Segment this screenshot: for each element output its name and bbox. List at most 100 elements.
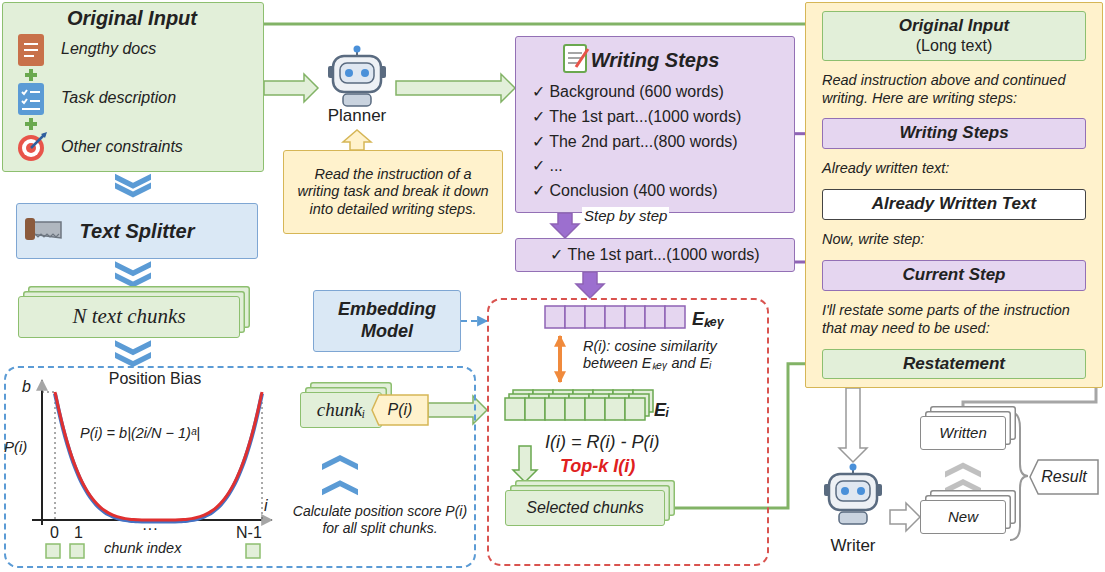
- process-box: Text Splitter: [16, 203, 258, 259]
- plot-label: P(i): [4, 438, 27, 455]
- connector: [551, 213, 579, 238]
- node-title: Read instruction above and continued wri…: [822, 72, 1086, 107]
- node-text: Lengthy docs: [61, 39, 156, 58]
- icon: [31, 222, 61, 238]
- node-title: R(i): cosine similarity between Eₖₑᵧ and…: [583, 338, 763, 373]
- chevron-arrow: [115, 183, 151, 198]
- icon: [25, 218, 35, 240]
- icon: [18, 83, 44, 115]
- prompt-slot: Already Written Text: [822, 189, 1086, 219]
- edge-label: Step by step: [582, 207, 669, 224]
- node-title: Read the instruction of a writing task a…: [292, 166, 494, 218]
- connector: [576, 272, 604, 298]
- text-stack: New: [920, 500, 1006, 534]
- position-bias-plot: [46, 544, 60, 558]
- icon: [576, 49, 588, 67]
- writer-agent: Writer: [816, 462, 890, 560]
- embedding-vectors: [585, 306, 605, 328]
- embedding-vectors: [625, 398, 645, 420]
- node-title: Embedding Model: [322, 299, 452, 342]
- connector: [115, 174, 151, 198]
- node-title: Writing Steps: [532, 45, 778, 76]
- connector: [115, 340, 151, 367]
- node-title: ✓ The 1st part...(1000 words): [550, 245, 759, 264]
- node-title: chunkᵢ: [317, 399, 365, 422]
- connector: [264, 74, 318, 102]
- icon: [18, 135, 44, 161]
- icon: [25, 69, 37, 81]
- instruction-note: Read the instruction of a writing task a…: [283, 150, 503, 234]
- chunk-stack: chunkᵢ: [300, 392, 382, 428]
- prompt-slot: Current Step: [822, 260, 1086, 290]
- position-bias-plot: [32, 380, 272, 558]
- connector: [551, 213, 579, 238]
- robot-icon: [354, 46, 361, 53]
- connector: [890, 503, 920, 531]
- embedding-vectors: [513, 446, 537, 482]
- result-tag-outline: [1030, 460, 1098, 494]
- robot-icon: [333, 56, 381, 92]
- text-stack: Written: [920, 416, 1006, 450]
- connector: [264, 74, 318, 102]
- node-title: P(i): [388, 400, 413, 419]
- chevron-arrow: [322, 480, 358, 495]
- connector: [396, 74, 515, 102]
- plot-label: Eᵢ: [654, 400, 669, 421]
- plot-label: N-1: [236, 524, 262, 542]
- plot-label: b: [22, 378, 31, 396]
- embedding-vectors: [565, 398, 585, 420]
- embedding-vectors: [665, 306, 685, 328]
- embedding-vectors: [605, 306, 625, 328]
- prompt-panel: Read instruction above and continued wri…: [805, 2, 1103, 388]
- connector: [428, 396, 487, 424]
- embedding-vectors: [625, 306, 645, 328]
- node-text: ✓ The 2nd part...(800 words): [532, 130, 778, 155]
- connector: [461, 321, 487, 322]
- embedding-vectors: [645, 306, 665, 328]
- icon: [18, 34, 44, 66]
- embedding-vectors: [525, 398, 545, 420]
- robot-icon: [345, 69, 353, 77]
- node-title: Text Splitter: [80, 219, 195, 243]
- icon: [35, 234, 59, 237]
- chunk-stack: N text chunks: [18, 296, 240, 338]
- chevron-arrow: [115, 273, 151, 288]
- node-text: Top-k I(i): [560, 456, 720, 478]
- connector: [890, 503, 920, 531]
- robot-icon: [361, 69, 369, 77]
- icon: [41, 132, 47, 138]
- prompt-slot: Restatement: [822, 349, 1086, 379]
- embedding-vectors: [505, 306, 685, 482]
- chunk-stack: Selected chunks: [505, 490, 665, 526]
- node-title: N text chunks: [72, 304, 185, 329]
- plot-label: 1: [74, 524, 83, 542]
- prompt-slot: Original Input(Long text): [822, 11, 1086, 61]
- position-bias-plot: [55, 392, 262, 520]
- connector: [665, 364, 822, 508]
- node-text: Calculate position score P(i) for all sp…: [292, 503, 468, 537]
- node-text: I'll restate some parts of the instructi…: [822, 302, 1086, 337]
- position-bias-plot: [41, 380, 43, 525]
- node-text: Now, write step:: [822, 231, 1086, 248]
- node-title: Already Written Text: [872, 194, 1036, 214]
- connector: [264, 23, 822, 26]
- node-title: Planner: [328, 106, 387, 126]
- node-text: ✓ ...: [532, 154, 778, 179]
- position-bias-plot: [70, 544, 84, 558]
- icon: [25, 118, 37, 130]
- position-bias-plot: [246, 544, 260, 558]
- robot-icon: [857, 487, 865, 495]
- embedding-vectors: [605, 398, 625, 420]
- connector: [428, 396, 487, 424]
- plot-label: 0: [50, 524, 59, 542]
- connector: [839, 388, 867, 462]
- position-bias-plot: [55, 394, 262, 522]
- robot-icon: [340, 63, 374, 83]
- node-text: (Long text): [916, 36, 992, 55]
- embedding-vectors: [545, 306, 565, 328]
- node-text: ✓ Background (600 words): [532, 80, 778, 105]
- connector: [839, 388, 867, 462]
- robot-icon: [343, 94, 371, 106]
- embedding-vectors: [565, 306, 585, 328]
